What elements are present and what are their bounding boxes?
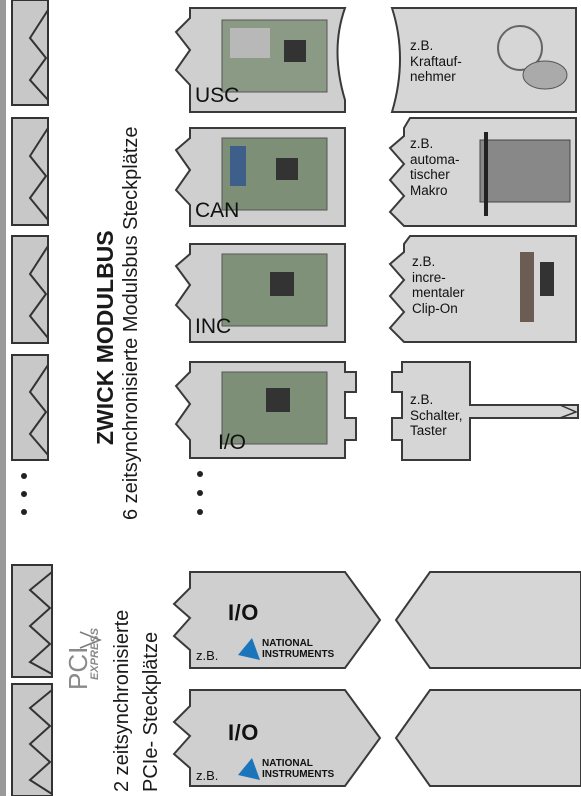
pcie-card-2-prefix: z.B.	[196, 768, 219, 783]
modulbus-slot-4	[11, 354, 49, 461]
card-io-label: I/O	[218, 431, 247, 454]
modulbus-title: ZWICK MODULBUS	[92, 230, 118, 445]
pcie-card-1-prefix: z.B.	[196, 648, 219, 663]
sensor-io-text: z.B. Schalter, Taster	[410, 392, 463, 438]
card-inc-label: INC	[195, 315, 232, 338]
pci-express-logo: EXPRESS	[89, 628, 101, 680]
pcie-bay-1	[394, 571, 581, 669]
sensor-io-shape	[391, 361, 579, 461]
sensor-inc-text: z.B. incre- mentaler Clip-On	[412, 254, 465, 316]
sensor-usc-text: z.B. Kraftauf- nehmer	[410, 38, 462, 84]
pcie-card-1-vendor: NATIONAL INSTRUMENTS	[262, 638, 335, 660]
pcie-bay-2	[394, 689, 581, 787]
pcie-card-2-label: I/O	[228, 720, 259, 745]
modulbus-slot-2	[11, 117, 49, 226]
pcie-card-2-shape	[172, 689, 382, 787]
pcie-slot-1	[11, 564, 53, 678]
card-usc-label: USC	[195, 84, 240, 107]
pcie-card-1-shape	[172, 571, 382, 669]
sensor-can-text: z.B. automa- tischer Makro	[410, 136, 460, 198]
pcie-subtitle-line1: 2 zeitsynchronisierte	[111, 609, 133, 792]
modulbus-slot-1	[11, 0, 49, 106]
sensor-usc-shape	[390, 7, 577, 113]
modulbus-subtitle: 6 zeitsynchronisierte Modulsbus Steckplä…	[120, 126, 142, 520]
pcie-subtitle-line2: PCIe- Steckplätze	[140, 631, 162, 792]
card-can-label: CAN	[195, 199, 240, 222]
modulbus-slot-3	[11, 235, 49, 344]
pcie-card-2-vendor: NATIONAL INSTRUMENTS	[262, 758, 335, 780]
pcie-card-1-label: I/O	[228, 600, 259, 625]
